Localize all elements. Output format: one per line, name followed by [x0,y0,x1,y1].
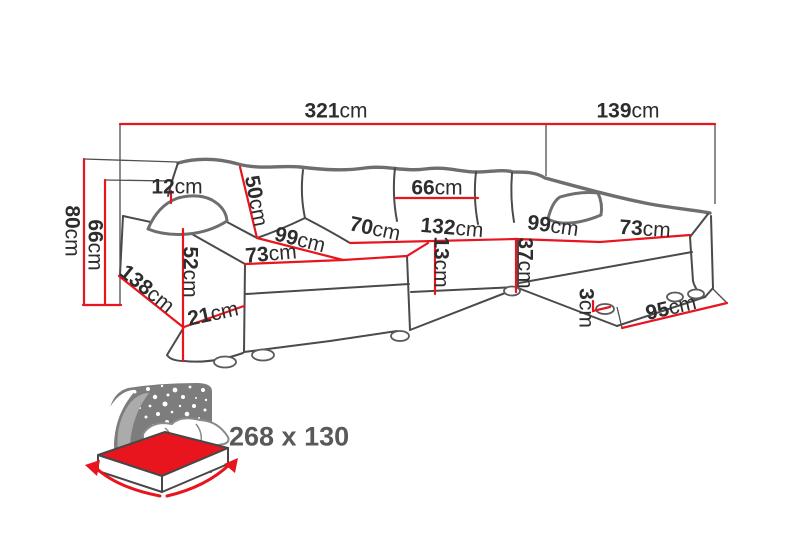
dim-leg-height-label: 3cm [574,288,598,328]
cushion-seam [510,172,515,223]
dim-armrest-height-label: 66cm [83,219,107,271]
dim-line-21 [182,304,246,329]
left-pillow [146,194,229,236]
cushion-seam [392,167,398,222]
sheet-fold-white [100,389,136,470]
sofa-legs [213,285,705,369]
bed-arrowhead-left [85,460,100,476]
dim-line-138 [117,274,185,329]
sofa-leg [666,291,684,303]
sofa-leg [251,348,275,362]
dim-line-95 [620,301,729,330]
dim-right-seat-width-label: 73cm [618,215,672,243]
cushion-seam [300,169,306,219]
dim-pillow-height-label: 12cm [151,175,203,199]
bed-arrowhead-right [224,458,238,473]
bed-arrows [94,462,232,498]
dim-right-section-width-label: 139cm [596,99,660,123]
sofa-leg [213,355,237,369]
dim-seat-cushion-thickness-label: 13cm [429,236,453,288]
sofa-leg [390,330,410,342]
right-armrest [710,215,714,289]
back-top-edge [176,157,712,215]
dim-total-width-label: 321cm [304,99,368,123]
dim-armrest-front-height-label: 52cm [178,246,202,298]
dim-line-99-73R [514,233,692,244]
dim-line-99L [255,236,345,262]
dimension-lines [81,122,729,363]
dim-line-50 [238,165,259,240]
sleeping-area-size-label: 268 x 130 [229,421,350,452]
dim-line-70-132 [348,237,518,245]
dim-total-height-label: 80cm [60,205,84,257]
dim-left-seat-width-label: 73cm [244,240,298,268]
sofa-leg [687,288,705,300]
dim-seat-height-label: 37cm [513,237,537,289]
dim-line-3 [591,299,612,313]
dim-back-cushion-width-label: 66cm [411,176,463,200]
dim-line-73L [243,241,430,266]
sofa-bed-icon [85,383,238,498]
throw-pillows [146,191,604,236]
right-pillow [546,191,604,225]
